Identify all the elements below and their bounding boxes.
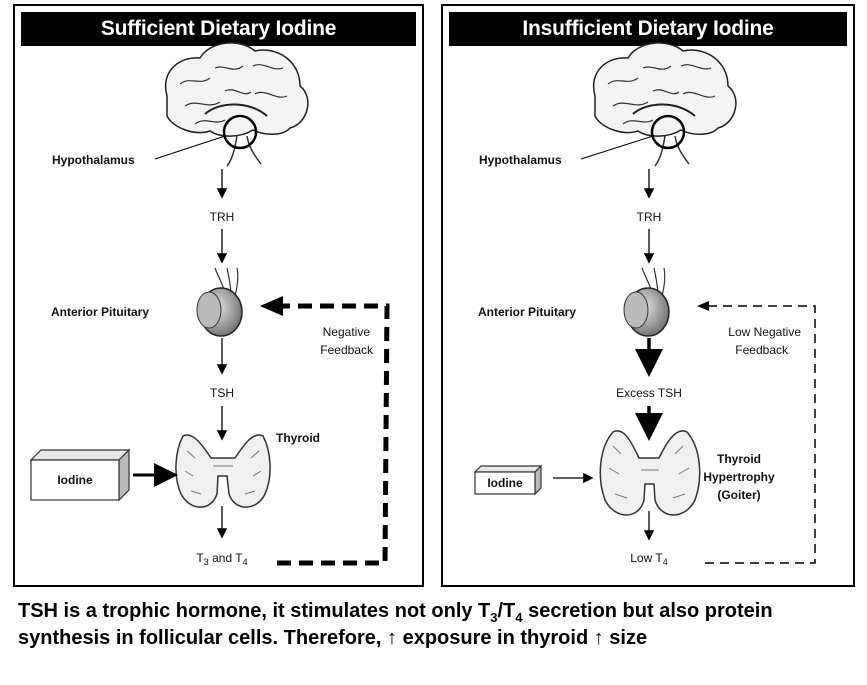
feedback-label: Feedback: [320, 343, 374, 357]
anterior-pituitary-label: Anterior Pituitary: [51, 305, 149, 319]
iodine-label: Iodine: [57, 473, 93, 487]
panel-title: Sufficient Dietary Iodine: [21, 12, 416, 46]
panel-sufficient-iodine: Sufficient Dietary Iodine Hypothalamus T…: [13, 4, 424, 587]
trh-label: TRH: [210, 210, 235, 224]
feedback-arrowhead: [260, 296, 283, 316]
pituitary-gland-icon: [623, 267, 670, 337]
caption-text: TSH is a trophic hormone, it stimulates …: [18, 600, 773, 649]
pituitary-gland-icon: [196, 267, 243, 337]
tsh-label: TSH: [210, 386, 234, 400]
feedback-arrowhead: [697, 301, 709, 311]
negative-feedback-path: [277, 303, 390, 566]
hypothalamus-label: Hypothalamus: [52, 153, 135, 167]
iodine-box-icon: [473, 464, 543, 496]
goiter-thyroid-icon: [599, 430, 701, 516]
hypothalamus-label: Hypothalamus: [479, 153, 562, 167]
hypertrophy-label: Hypertrophy: [703, 470, 775, 484]
panel-title: Insufficient Dietary Iodine: [449, 12, 847, 46]
anterior-pituitary-label: Anterior Pituitary: [478, 305, 576, 319]
low-t4-label: Low T4: [630, 551, 667, 567]
trh-label: TRH: [637, 210, 662, 224]
excess-tsh-label: Excess TSH: [616, 386, 682, 400]
goiter-label: (Goiter): [717, 488, 760, 502]
sufficient-iodine-diagram: Hypothalamus TRH Anterior Pituitary TSH …: [29, 42, 390, 567]
feedback-label: Feedback: [735, 343, 789, 357]
brain-icon: [592, 42, 737, 167]
iodine-box-icon: [29, 448, 131, 502]
iodine-label: Iodine: [487, 476, 523, 490]
low-negative-label: Low Negative: [728, 325, 801, 339]
thyroid-gland-icon: [175, 434, 271, 508]
low-negative-feedback-path: [705, 305, 816, 564]
thyroid-label: Thyroid: [276, 431, 320, 445]
brain-icon: [164, 42, 309, 167]
thyroid-label: Thyroid: [717, 452, 761, 466]
t3-and-t4-label: T3 and T4: [196, 551, 247, 567]
insufficient-iodine-diagram: Hypothalamus TRH Anterior Pituitary Exce…: [473, 42, 816, 567]
panel-insufficient-iodine: Insufficient Dietary Iodine Hypothalamus…: [441, 4, 855, 587]
negative-label: Negative: [323, 325, 371, 339]
